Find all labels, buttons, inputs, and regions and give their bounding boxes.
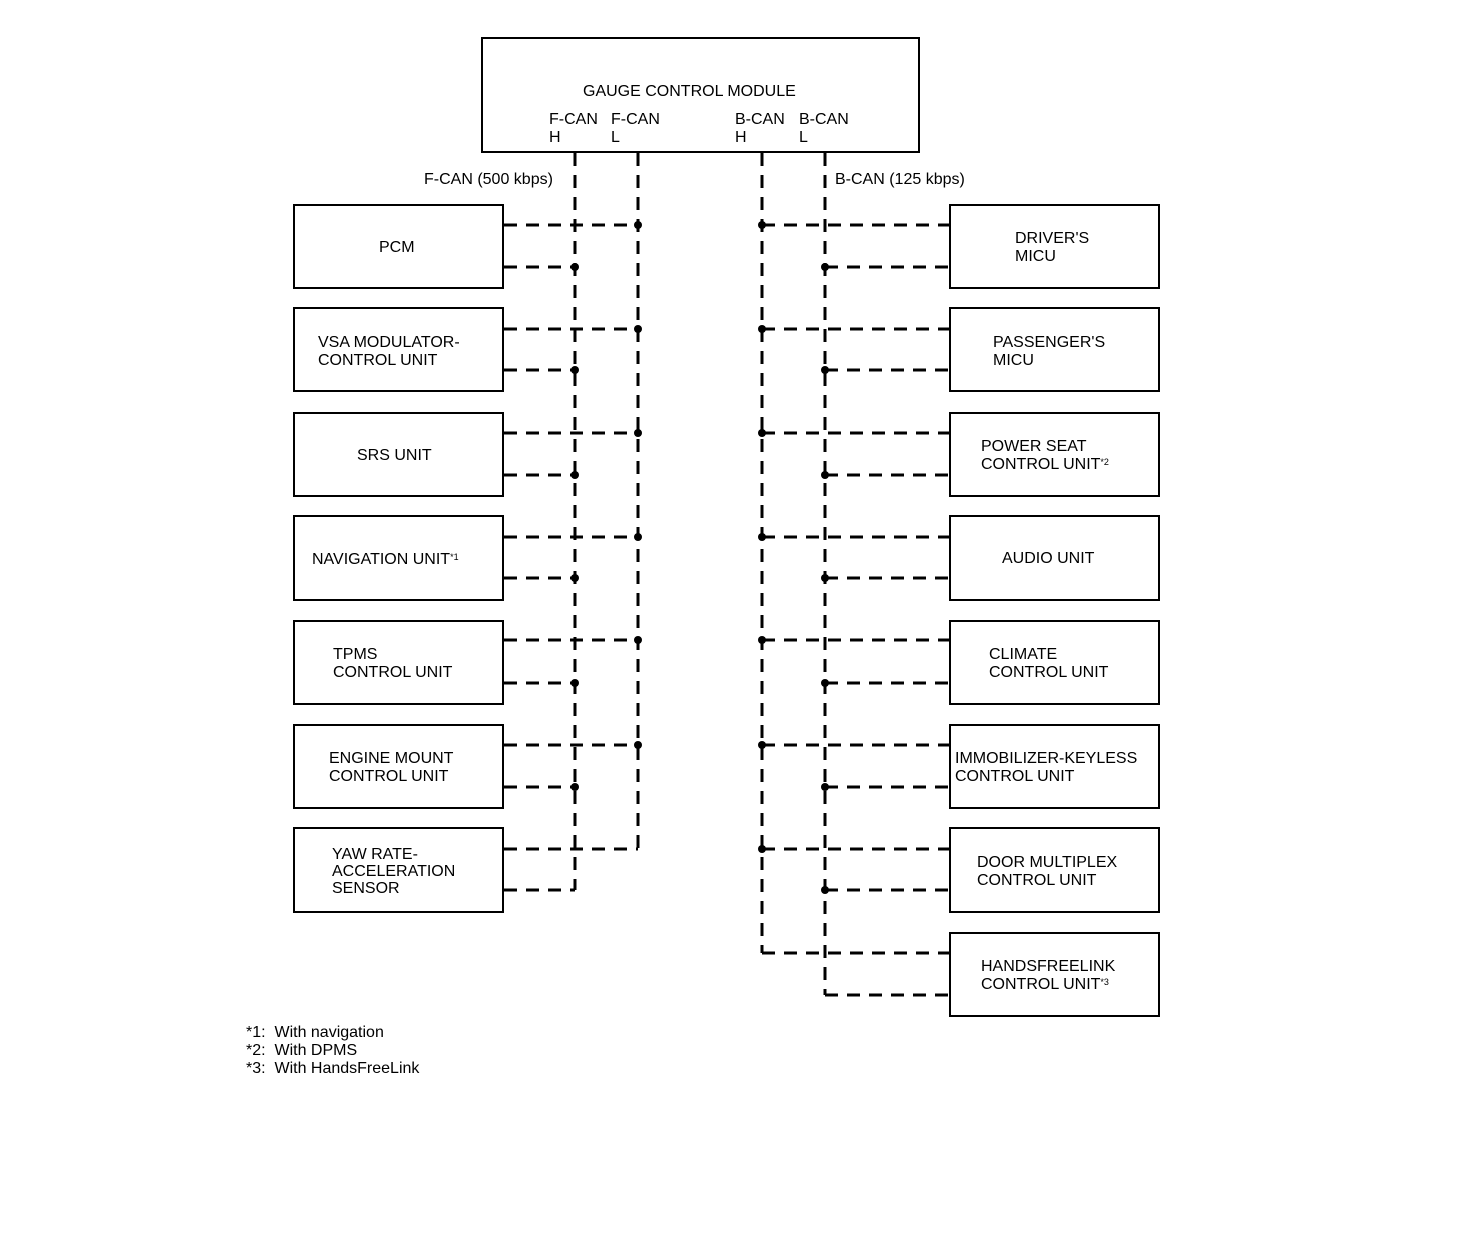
tpms-label-2: CONTROL UNIT (333, 664, 453, 681)
fcan-l-junction (634, 325, 642, 333)
passengers-micu-box (949, 307, 1160, 392)
audio-unit-label: AUDIO UNIT (1002, 550, 1095, 567)
srs-unit-label: SRS UNIT (357, 447, 432, 464)
bcan-l-junction (821, 679, 829, 687)
footnote-1: *1: With navigation (246, 1024, 384, 1041)
bcan-l-terminal-sub: L (799, 129, 808, 146)
handsfreelink-label-1: HANDSFREELINK (981, 958, 1116, 975)
fcan-l-terminal-label: F-CAN (611, 111, 660, 128)
fcan-h-terminal-sub: H (549, 129, 561, 146)
fcan-l-junction (634, 741, 642, 749)
bcan-l-junction (821, 886, 829, 894)
fcan-l-junction (634, 221, 642, 229)
bcan-l-junction (821, 263, 829, 271)
bcan-h-junction (758, 636, 766, 644)
yaw-rate-label-3: SENSOR (332, 880, 400, 897)
vsa-modulator-label-2: CONTROL UNIT (318, 352, 438, 369)
door-multiplex-box (949, 827, 1160, 913)
handsfreelink-note: *3 (1100, 977, 1109, 987)
immobilizer-label-2: CONTROL UNIT (955, 768, 1075, 785)
passengers-micu-label-1: PASSENGER'S (993, 334, 1106, 351)
fcan-h-junction (571, 679, 579, 687)
door-multiplex-label-1: DOOR MULTIPLEX (977, 854, 1118, 871)
navigation-unit-box (293, 515, 504, 601)
fcan-h-junction (571, 574, 579, 582)
engine-mount-box (293, 724, 504, 809)
fcan-h-junction (571, 263, 579, 271)
bcan-h-junction (758, 429, 766, 437)
bcan-h-terminal-sub: H (735, 129, 747, 146)
bcan-l-terminal-label: B-CAN (799, 111, 849, 128)
fcan-l-junction (634, 636, 642, 644)
immobilizer-keyless-box (949, 724, 1160, 809)
navigation-unit-label: NAVIGATION UNIT*1 (312, 551, 459, 569)
fcan-h-junction (571, 366, 579, 374)
bcan-bus-label: B-CAN (125 kbps) (835, 171, 965, 188)
passengers-micu-label-2: MICU (993, 352, 1034, 369)
gauge-control-module-title: GAUGE CONTROL MODULE (583, 83, 796, 100)
vsa-modulator-box (293, 307, 504, 392)
drivers-micu-label-1: DRIVER'S (1015, 230, 1090, 247)
yaw-rate-label-2: ACCELERATION (332, 863, 456, 880)
handsfreelink-text: CONTROL UNIT (981, 976, 1101, 993)
climate-control-label-2: CONTROL UNIT (989, 664, 1109, 681)
climate-control-label-1: CLIMATE (989, 646, 1058, 663)
bcan-l-junction (821, 471, 829, 479)
tpms-label-1: TPMS (333, 646, 378, 663)
bcan-h-terminal-label: B-CAN (735, 111, 785, 128)
engine-mount-label-1: ENGINE MOUNT (329, 750, 454, 767)
fcan-h-terminal-label: F-CAN (549, 111, 598, 128)
srs-unit-box (293, 412, 504, 497)
fcan-l-junction (634, 429, 642, 437)
pcm-label: PCM (379, 239, 415, 256)
bcan-h-junction (758, 845, 766, 853)
bcan-l-junction (821, 783, 829, 791)
bcan-l-junction (821, 366, 829, 374)
engine-mount-label-2: CONTROL UNIT (329, 768, 449, 785)
yaw-rate-sensor-box (293, 827, 504, 913)
bcan-h-junction (758, 741, 766, 749)
power-seat-text: CONTROL UNIT (981, 456, 1101, 473)
handsfreelink-box (949, 932, 1160, 1017)
bcan-h-junction (758, 221, 766, 229)
climate-control-box (949, 620, 1160, 705)
yaw-rate-label-1: YAW RATE- (332, 846, 418, 863)
fcan-h-junction (571, 783, 579, 791)
navigation-unit-note: *1 (450, 552, 459, 562)
fcan-bus-label: F-CAN (500 kbps) (424, 171, 553, 188)
fcan-h-junction (571, 471, 579, 479)
power-seat-note: *2 (1100, 457, 1109, 467)
tpms-control-unit-box (293, 620, 504, 705)
vsa-modulator-label-1: VSA MODULATOR- (318, 334, 460, 351)
footnote-2: *2: With DPMS (246, 1042, 358, 1059)
navigation-unit-text: NAVIGATION UNIT (312, 551, 451, 568)
power-seat-label-2: CONTROL UNIT*2 (981, 456, 1109, 474)
audio-unit-box (949, 515, 1160, 601)
fcan-l-terminal-sub: L (611, 129, 620, 146)
pcm-box (293, 204, 504, 289)
bcan-h-junction (758, 533, 766, 541)
door-multiplex-label-2: CONTROL UNIT (977, 872, 1097, 889)
drivers-micu-label-2: MICU (1015, 248, 1056, 265)
power-seat-label-1: POWER SEAT (981, 438, 1087, 455)
bcan-l-junction (821, 574, 829, 582)
bcan-h-junction (758, 325, 766, 333)
immobilizer-label-1: IMMOBILIZER-KEYLESS (955, 750, 1138, 767)
footnote-3: *3: With HandsFreeLink (246, 1060, 420, 1077)
handsfreelink-label-2: CONTROL UNIT*3 (981, 976, 1109, 994)
drivers-micu-box (949, 204, 1160, 289)
fcan-l-junction (634, 533, 642, 541)
power-seat-box (949, 412, 1160, 497)
gauge-control-module-box (481, 37, 920, 153)
